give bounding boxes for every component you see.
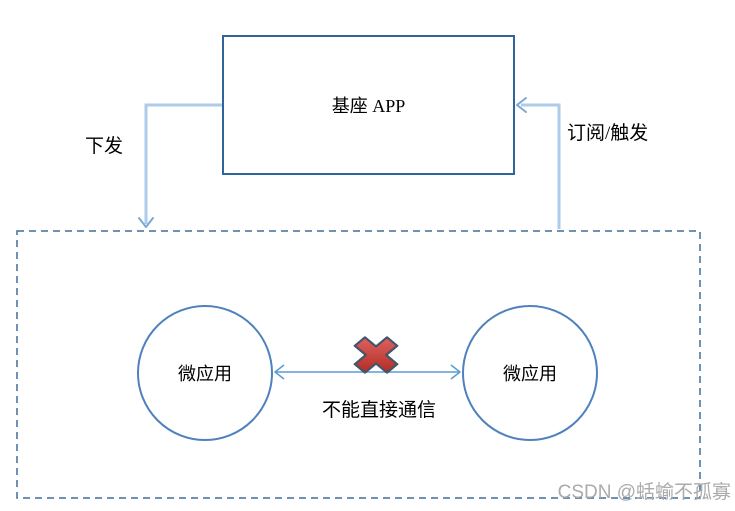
arrowhead-down-icon bbox=[138, 217, 154, 228]
micro-app-right-circle: 微应用 bbox=[462, 305, 598, 441]
micro-apps-container-border bbox=[16, 230, 701, 499]
connector-down-line bbox=[144, 103, 222, 224]
csdn-watermark: CSDN @蛞蝓不孤寡 bbox=[557, 482, 731, 503]
double-arrow-left-head-icon bbox=[274, 364, 285, 380]
down-edge-label: 下发 bbox=[85, 136, 124, 157]
up-edge-label: 订阅/触发 bbox=[567, 123, 649, 144]
cannot-communicate-label: 不能直接通信 bbox=[322, 400, 437, 421]
micro-app-left-label: 微应用 bbox=[178, 364, 232, 384]
base-app-box: 基座 APP bbox=[222, 35, 515, 175]
connector-up-line bbox=[521, 103, 561, 229]
arrowhead-left-icon bbox=[516, 97, 527, 113]
micro-app-left-circle: 微应用 bbox=[137, 305, 273, 441]
micro-app-right-label: 微应用 bbox=[503, 364, 557, 384]
cross-x-icon bbox=[353, 336, 399, 374]
double-arrow-right-head-icon bbox=[450, 364, 461, 380]
base-app-label: 基座 APP bbox=[331, 96, 406, 116]
